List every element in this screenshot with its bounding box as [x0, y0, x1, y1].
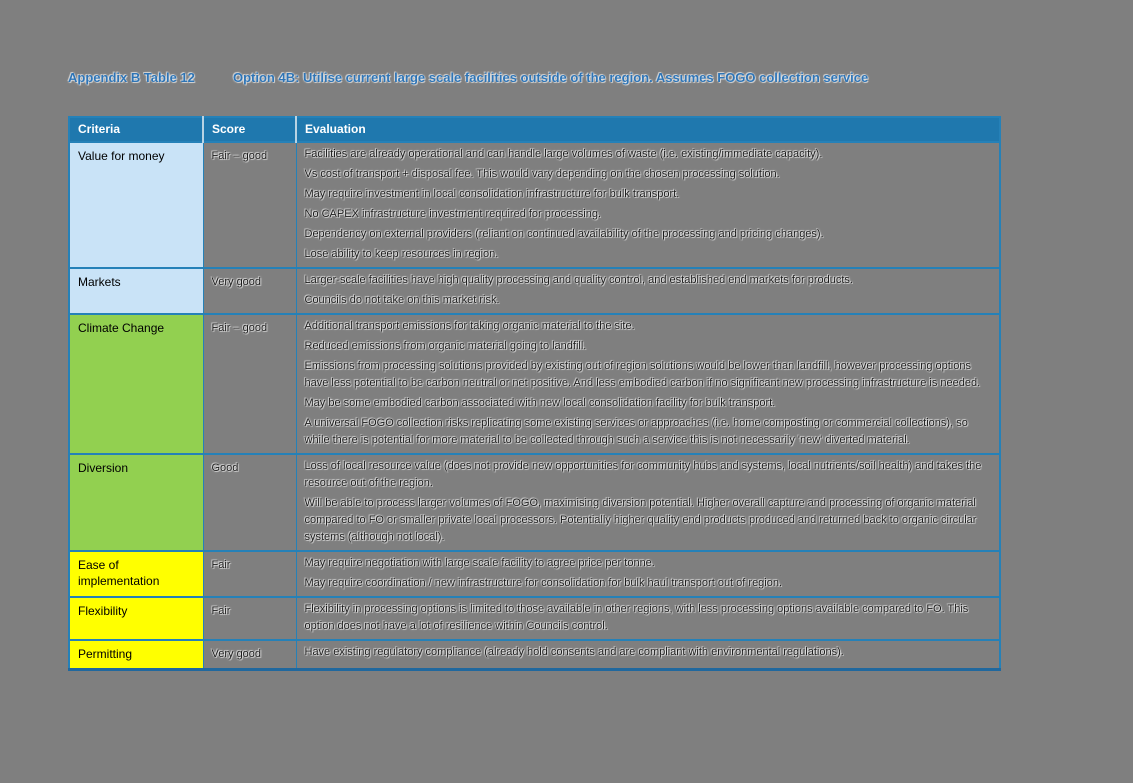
caption-label: Appendix B Table 12: [68, 70, 195, 85]
evaluation-paragraph: May require investment in local consolid…: [304, 188, 680, 200]
evaluation-paragraph: Reduced emissions from organic material …: [304, 340, 587, 352]
evaluation-paragraph: Flexibility in processing options is lim…: [304, 603, 969, 632]
evaluation-cell: Loss of local resource value (does not p…: [295, 453, 1001, 552]
evaluation-cell: Flexibility in processing options is lim…: [295, 596, 1001, 641]
criteria-cell: Permitting: [68, 639, 204, 670]
criteria-cell: Markets: [68, 267, 204, 315]
criteria-cell: Flexibility: [68, 596, 204, 641]
header-criteria: Criteria: [68, 116, 204, 143]
criteria-cell: Diversion: [68, 453, 204, 552]
score-cell: Fair: [202, 550, 297, 598]
evaluation-cell: Have existing regulatory compliance (alr…: [295, 639, 1001, 670]
evaluation-paragraph: Facilities are already operational and c…: [304, 148, 823, 160]
evaluation-paragraph: Emissions from processing solutions prov…: [304, 360, 981, 389]
header-score: Score: [202, 116, 297, 143]
score-cell: Fair – good: [202, 313, 297, 455]
score-cell: Fair – good: [202, 141, 297, 269]
criteria-cell: Value for money: [68, 141, 204, 269]
evaluation-paragraph: May be some embodied carbon associated w…: [304, 397, 776, 409]
evaluation-paragraph: Additional transport emissions for takin…: [304, 320, 635, 332]
evaluation-paragraph: Will be able to process larger volumes o…: [304, 497, 977, 543]
table-header-row: Criteria Score Evaluation: [68, 116, 1001, 143]
evaluation-cell: Additional transport emissions for takin…: [295, 313, 1001, 455]
evaluation-paragraph: Dependency on external providers (relian…: [304, 228, 824, 240]
evaluation-paragraph: Lose ability to keep resources in region…: [304, 248, 499, 260]
evaluation-table: Criteria Score Evaluation Value for mone…: [68, 116, 1001, 671]
criteria-cell: Climate Change: [68, 313, 204, 455]
evaluation-paragraph: Have existing regulatory compliance (alr…: [304, 646, 844, 658]
caption-text: Option 4B: Utilise current large scale f…: [233, 70, 869, 85]
table-caption: Appendix B Table 12 Option 4B: Utilise cu…: [68, 70, 1068, 85]
evaluation-paragraph: Larger-scale facilities have high qualit…: [304, 274, 853, 286]
evaluation-paragraph: No CAPEX infrastructure investment requi…: [304, 208, 602, 220]
evaluation-paragraph: May require negotiation with large scale…: [304, 557, 655, 569]
evaluation-paragraph: Vs cost of transport + disposal fee. Thi…: [304, 168, 780, 180]
evaluation-paragraph: May require coordination / new infrastru…: [304, 577, 783, 589]
score-cell: Good: [202, 453, 297, 552]
evaluation-paragraph: A universal FOGO collection risks replic…: [304, 417, 968, 446]
evaluation-paragraph: Councils do not take on this market risk…: [304, 294, 500, 306]
score-cell: Very good: [202, 639, 297, 670]
evaluation-cell: May require negotiation with large scale…: [295, 550, 1001, 598]
score-cell: Very good: [202, 267, 297, 315]
evaluation-cell: Facilities are already operational and c…: [295, 141, 1001, 269]
score-cell: Fair: [202, 596, 297, 641]
criteria-cell: Ease of implementation: [68, 550, 204, 598]
evaluation-paragraph: Loss of local resource value (does not p…: [304, 460, 982, 489]
header-evaluation: Evaluation: [295, 116, 1001, 143]
evaluation-cell: Larger-scale facilities have high qualit…: [295, 267, 1001, 315]
